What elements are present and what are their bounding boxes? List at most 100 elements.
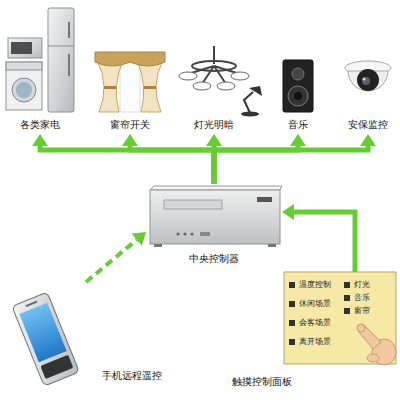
finger-tip xyxy=(357,324,365,332)
node-label: 各类家电 xyxy=(20,119,60,131)
phone-screen xyxy=(19,303,66,362)
panel-option-text: 灯光 xyxy=(354,280,370,290)
text-slot: 中央控制器 xyxy=(189,253,239,265)
hand-thumb xyxy=(367,354,379,362)
woofer-cap xyxy=(294,92,302,100)
connector-arrow xyxy=(214,134,306,184)
case-foot xyxy=(154,244,162,247)
connector-arrow xyxy=(282,204,355,272)
connector-arrow xyxy=(32,134,214,184)
node-label: 触摸控制面板 xyxy=(232,376,292,388)
text-slot: 灯光 xyxy=(354,280,370,290)
connector-arrow xyxy=(86,232,146,282)
text-slot: 手机远程遥控 xyxy=(102,370,162,382)
panel-option-text: 音乐 xyxy=(354,293,370,303)
node-label: 安保监控 xyxy=(348,119,388,131)
washer-door xyxy=(12,78,36,102)
microwave-window xyxy=(11,42,32,54)
curtain-node: 窗帘开关 xyxy=(93,50,167,134)
fridge-door-line xyxy=(48,46,74,47)
text-slot: 灯光明暗 xyxy=(194,119,234,131)
text-slot: 各类家电 xyxy=(20,119,60,131)
text-slot: 安保监控 xyxy=(348,119,388,131)
washer-glass xyxy=(16,82,32,98)
panel-option-text: 窗帘 xyxy=(354,306,370,316)
case-foot xyxy=(268,244,276,247)
text-slot: 温度控制 xyxy=(299,280,331,290)
panel-button xyxy=(344,308,350,314)
phone-speaker xyxy=(25,301,37,307)
case-front xyxy=(150,190,280,244)
node-label: 音乐 xyxy=(288,119,308,131)
lights-icon xyxy=(179,46,262,117)
node-label: 灯光明暗 xyxy=(194,119,234,131)
case-port xyxy=(200,232,210,236)
washing-machine-panel xyxy=(6,62,42,70)
desk-lamp-head xyxy=(249,86,262,96)
panel-button xyxy=(344,282,350,288)
music-node: 音乐 xyxy=(274,56,322,134)
speaker-box xyxy=(283,60,313,112)
security-node: 安保监控 xyxy=(338,56,398,134)
phone-keys xyxy=(40,355,73,379)
panel-option-text: 会客场景 xyxy=(299,318,331,328)
text-slot: 会客场景 xyxy=(299,318,331,328)
text-slot: 音乐 xyxy=(288,119,308,131)
appliances-icon xyxy=(6,8,74,112)
phone-body xyxy=(12,292,79,386)
curtain-icon xyxy=(95,52,165,112)
connector-arrow xyxy=(122,134,214,184)
lamp-shade xyxy=(231,72,249,80)
connector-arrow xyxy=(214,134,376,184)
drive-bay xyxy=(164,200,222,209)
arrow-head xyxy=(290,134,306,146)
camera-dome xyxy=(357,69,379,91)
sheer-curtain xyxy=(120,60,140,112)
fridge-handle xyxy=(68,22,70,38)
text-slot: 窗帘开关 xyxy=(110,119,150,131)
connector-line xyxy=(130,146,214,184)
desk-lamp-arm xyxy=(244,92,253,113)
node-label: 手机远程遥控 xyxy=(102,370,162,382)
hand-finger xyxy=(358,325,381,349)
node-label: 中央控制器 xyxy=(189,253,239,265)
tweeter xyxy=(292,68,304,80)
left-drape xyxy=(97,60,123,112)
lamp-shade xyxy=(193,82,211,90)
camera-lens xyxy=(362,77,370,85)
panel-button xyxy=(289,320,295,326)
controller-case xyxy=(150,186,282,247)
touch-panel-node: 触摸控制面板 温度控制休闲场景会客场景离开场景 灯光音乐窗帘 xyxy=(232,272,398,394)
case-button xyxy=(190,232,193,235)
text-slot: 离开场景 xyxy=(299,337,331,347)
arrow-head xyxy=(206,134,222,146)
arrow-head xyxy=(32,134,48,146)
lamp-shade xyxy=(217,82,235,90)
phone-icon xyxy=(12,292,79,386)
touch-panel-icon xyxy=(284,272,396,365)
arrow-head xyxy=(360,134,376,146)
connector-line xyxy=(214,146,368,184)
lighting-node: 灯光明暗 xyxy=(176,44,252,134)
text-slot: 音乐 xyxy=(354,293,370,303)
right-drape xyxy=(137,60,163,112)
dashed-connector-line xyxy=(86,240,137,282)
touch-panel-surface xyxy=(284,272,396,364)
phone-node: 手机远程遥控 xyxy=(4,282,162,386)
text-slot: 休闲场景 xyxy=(299,299,331,309)
panel-button xyxy=(289,301,295,307)
panel-button xyxy=(344,295,350,301)
panel-option-text: 休闲场景 xyxy=(299,299,331,309)
fridge xyxy=(48,8,74,112)
camera-icon xyxy=(345,61,391,91)
arrow-head xyxy=(282,204,294,220)
panel-button xyxy=(289,282,295,288)
microwave xyxy=(8,38,42,58)
tie-back xyxy=(144,86,156,89)
panel-button xyxy=(289,339,295,345)
case-button xyxy=(183,232,186,235)
woofer xyxy=(288,86,308,106)
case-top xyxy=(150,186,282,190)
